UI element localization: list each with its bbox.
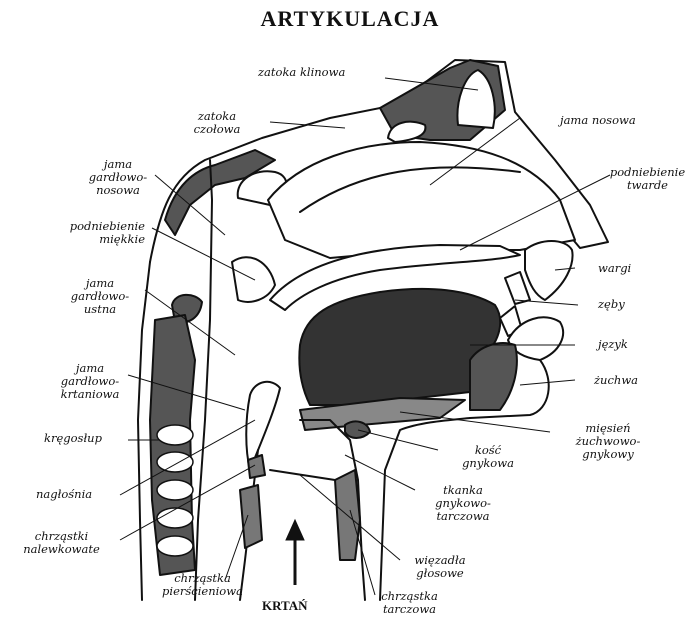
label-wargi: wargi <box>598 262 631 275</box>
label-zatoka-klinowa: zatoka klinowa <box>258 66 345 79</box>
label-naglosnia: nagłośnia <box>36 488 92 501</box>
vertebra-2 <box>157 452 193 472</box>
mandible <box>470 343 517 410</box>
pharynx-wall <box>195 160 212 600</box>
leader-zuchwa <box>520 380 575 385</box>
label-jama-nosowa: jama nosowa <box>560 114 636 127</box>
arytenoid <box>248 455 265 478</box>
label-jezyk: język <box>598 338 628 351</box>
vertebra-3 <box>157 480 193 500</box>
vertebra-4 <box>157 508 193 528</box>
vocal-cords <box>270 470 335 480</box>
label-zuchwa: żuchwa <box>594 374 638 387</box>
upper-lip <box>525 241 573 300</box>
nasal-cavity <box>268 142 575 258</box>
cricoid <box>240 485 262 548</box>
label-kregoslup: kręgosłup <box>44 432 102 445</box>
vertebra-5 <box>157 536 193 556</box>
label-krtan: KRTAŃ <box>262 598 308 614</box>
leader-podniebienie-miekkie <box>152 228 255 280</box>
upper-teeth <box>505 272 530 304</box>
vertebra-1 <box>157 425 193 445</box>
label-zeby: zęby <box>598 298 625 311</box>
leader-zatoka-czolowa <box>270 122 345 128</box>
hyoid-bone <box>345 421 370 438</box>
krtan-arrow <box>286 520 304 585</box>
